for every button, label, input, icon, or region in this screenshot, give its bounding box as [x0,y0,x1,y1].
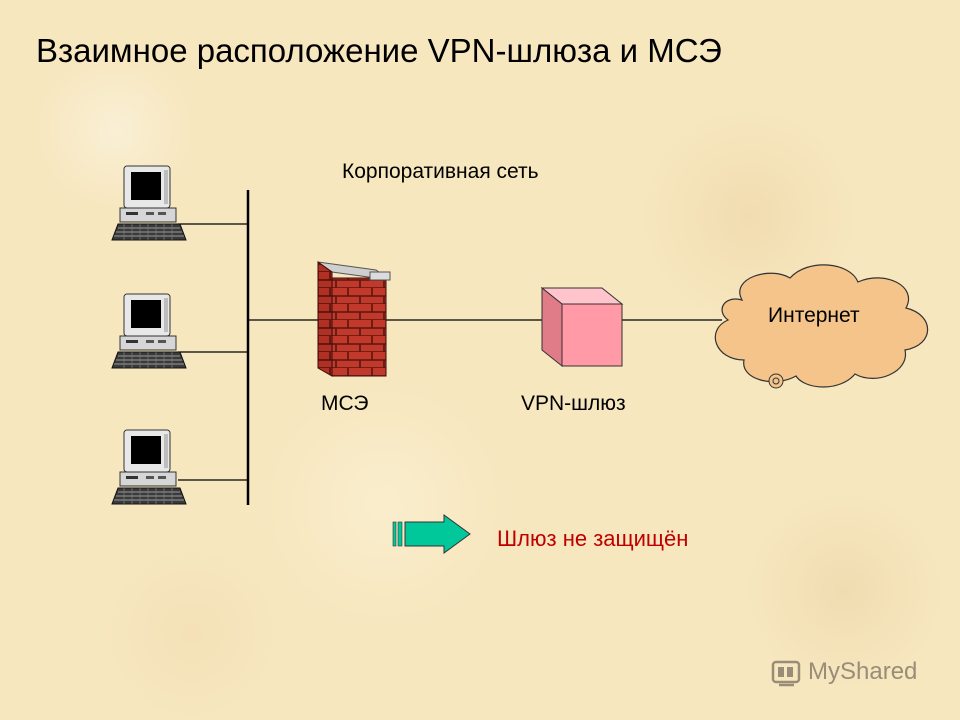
internet-label: Интернет [768,304,860,327]
computer-icon [111,429,187,505]
slide-title: Взаимное расположение VPN-шлюза и МСЭ [36,32,722,69]
firewall-icon [317,261,391,377]
computer-icon [111,293,187,369]
computer-icon [111,165,187,241]
firewall-label: МСЭ [321,392,369,415]
network-lines [178,190,722,505]
vpn-gateway-icon [540,286,624,368]
myshared-watermark: MyShared [808,658,918,685]
arrow-icon [392,514,471,554]
corporate-network-label: Корпоративная сеть [342,160,539,183]
gateway-status-label: Шлюз не защищён [497,526,689,551]
vpn-gateway-label: VPN-шлюз [521,392,626,415]
myshared-logo-icon [771,660,801,687]
internet-cloud-icon [714,264,929,389]
